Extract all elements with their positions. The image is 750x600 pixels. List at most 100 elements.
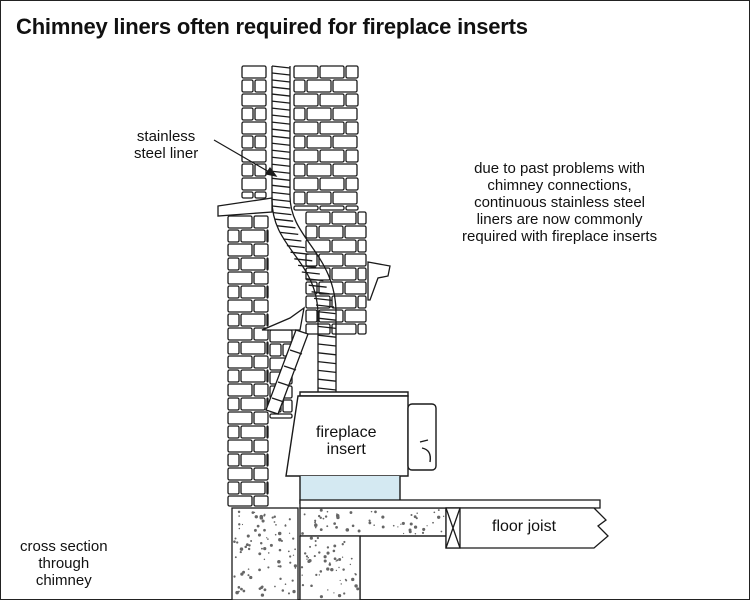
concrete-aggregate	[413, 525, 418, 529]
liner-corrugation	[317, 369, 337, 374]
brick-left-upper	[241, 93, 267, 107]
brick-left-lower	[240, 285, 266, 299]
concrete-aggregate	[342, 568, 345, 571]
brick-right-upper	[319, 121, 345, 135]
concrete-aggregate	[437, 515, 441, 519]
concrete-aggregate	[237, 510, 241, 514]
concrete-aggregate	[368, 519, 371, 522]
concrete-aggregate	[261, 547, 263, 550]
concrete-aggregate	[314, 521, 316, 523]
brick-left-lower	[227, 383, 253, 397]
concrete-aggregate	[433, 511, 436, 514]
brick-left-lower	[266, 285, 269, 299]
brick-left-lower	[227, 243, 253, 257]
concrete-aggregate	[323, 555, 327, 559]
brick-firebox-wall	[269, 329, 293, 343]
liner-corrugation	[275, 218, 294, 222]
concrete-aggregate	[254, 515, 258, 519]
concrete-aggregate	[330, 567, 334, 572]
concrete-aggregate	[258, 552, 262, 556]
brick-right-upper	[293, 65, 319, 79]
brick-right-lower	[305, 225, 318, 239]
concrete-aggregate	[279, 565, 282, 568]
concrete-aggregate	[253, 528, 257, 532]
brick-left-lower	[227, 215, 253, 229]
liner-corrugation	[308, 284, 327, 288]
liner-corrugation	[305, 277, 324, 282]
concrete-aggregate	[263, 558, 266, 561]
brick-firebox-wall	[282, 399, 293, 413]
brick-right-upper	[293, 93, 319, 107]
brick-right-upper	[293, 177, 319, 191]
brick-right-upper	[306, 79, 332, 93]
concrete-aggregate	[248, 544, 251, 547]
concrete-aggregate	[314, 526, 317, 529]
brick-right-upper	[345, 149, 359, 163]
concrete-aggregate	[309, 536, 313, 540]
concrete-aggregate	[267, 538, 269, 540]
concrete-aggregate	[278, 548, 282, 552]
brick-left-upper	[241, 163, 254, 177]
brick-right-upper	[293, 149, 319, 163]
brick-left-upper	[254, 135, 267, 149]
brick-right-upper	[293, 205, 319, 211]
liner-corrugation	[283, 238, 302, 242]
concrete-aggregate	[370, 510, 373, 513]
brick-left-lower	[227, 397, 240, 411]
concrete-aggregate	[249, 575, 253, 580]
concrete-aggregate	[238, 515, 240, 517]
brick-left-upper	[241, 177, 267, 191]
concrete-aggregate	[274, 533, 277, 536]
brick-right-upper	[319, 149, 345, 163]
brick-left-lower	[240, 425, 266, 439]
liner-corrugation	[271, 93, 291, 97]
concrete-aggregate	[253, 511, 256, 514]
concrete-aggregate	[440, 530, 443, 533]
liner-corrugation	[271, 121, 291, 125]
concrete-aggregate	[238, 527, 241, 530]
brick-right-lower	[331, 239, 357, 253]
brick-left-lower	[227, 285, 240, 299]
brick-left-lower	[266, 313, 269, 327]
concrete-aggregate	[256, 524, 260, 528]
brick-left-lower	[253, 355, 269, 369]
brick-left-lower	[253, 215, 269, 229]
brick-left-lower	[227, 271, 253, 285]
concrete-aggregate	[416, 512, 418, 514]
brick-right-lower	[305, 309, 318, 323]
concrete-aggregate	[266, 537, 268, 539]
brick-left-lower	[266, 257, 269, 271]
brick-left-lower	[227, 257, 240, 271]
brick-right-upper	[306, 107, 332, 121]
concrete-aggregate	[263, 514, 266, 517]
concrete-aggregate	[341, 556, 344, 558]
liner-corrugation	[273, 211, 292, 216]
concrete-aggregate	[344, 578, 347, 581]
concrete-aggregate	[343, 592, 346, 595]
brick-right-lower	[318, 253, 344, 267]
concrete-aggregate	[337, 594, 342, 598]
brick-right-lower	[357, 267, 367, 281]
concrete-aggregate	[288, 532, 291, 534]
brick-left-lower	[253, 411, 269, 425]
liner-corrugation	[315, 304, 335, 308]
brick-firebox-wall	[269, 413, 293, 419]
liner-corrugation	[271, 156, 291, 160]
concrete-aggregate	[339, 579, 341, 582]
concrete-aggregate	[273, 515, 276, 518]
concrete-aggregate	[326, 551, 330, 555]
concrete-aggregate	[294, 567, 297, 569]
concrete-aggregate	[328, 563, 332, 566]
concrete-aggregate	[237, 586, 241, 589]
concrete-aggregate	[401, 521, 405, 525]
concrete-aggregate	[281, 589, 285, 592]
concrete-aggregate	[257, 533, 262, 537]
brick-firebox-wall	[269, 343, 282, 357]
concrete-aggregate	[313, 555, 316, 558]
concrete-aggregate	[239, 547, 244, 551]
concrete-aggregate	[333, 544, 337, 548]
brick-left-lower	[240, 229, 266, 243]
brick-right-upper	[345, 177, 359, 191]
